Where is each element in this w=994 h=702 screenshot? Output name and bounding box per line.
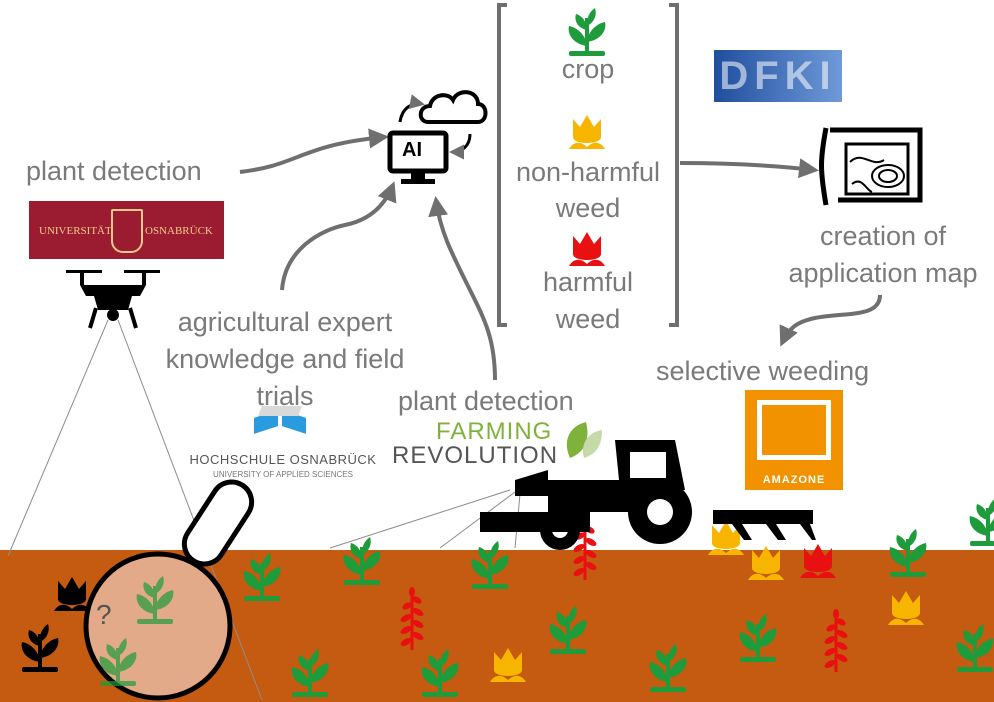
left-bracket <box>497 3 507 327</box>
arrow-tractor-to-ai <box>428 196 497 381</box>
arrow-expert-to-ai <box>280 181 397 291</box>
map-scroll-icon <box>819 127 923 206</box>
tractor-icon <box>480 440 692 550</box>
right-bracket <box>669 3 679 327</box>
uni-logo-right-text: OSNABRÜCK <box>145 225 213 237</box>
hs-osnabrueck-logo: HOCHSCHULE OSNABRÜCK UNIVERSITY OF APPLI… <box>188 452 378 479</box>
non-harmful-weed-icon <box>569 115 605 149</box>
crop-icon <box>566 6 608 58</box>
dfki-logo: DFKI <box>714 50 842 102</box>
arrow-classes-to-map <box>679 158 819 179</box>
non-harmful-weed-label: non-harmful weed <box>502 154 674 226</box>
hs-osnabrueck-title: HOCHSCHULE OSNABRÜCK <box>189 452 377 467</box>
non-harmful-line1: non-harmful <box>515 157 661 187</box>
amazone-text: AMAZONE <box>762 474 826 486</box>
arrow-plant-detection-to-ai <box>239 128 389 174</box>
crop-label: crop <box>561 54 615 84</box>
dfki-text: DFKI <box>719 53 837 98</box>
drone-icon <box>66 270 160 329</box>
non-harmful-line2: weed <box>555 193 621 223</box>
amazone-logo: AMAZONE <box>745 390 843 490</box>
hs-osnabrueck-emblem-icon <box>252 404 308 438</box>
uni-logo-left-text: UNIVERSITÄT <box>39 225 112 237</box>
application-map-label: creation of application map <box>770 218 994 292</box>
revolution-text: REVOLUTION <box>392 442 559 469</box>
agricultural-expert-line2: knowledge and field <box>165 344 405 374</box>
harmful-weed-icon <box>569 232 605 266</box>
agricultural-expert-label: agricultural expert knowledge and field … <box>140 304 430 415</box>
hs-osnabrueck-subtitle: UNIVERSITY OF APPLIED SCIENCES <box>213 470 353 479</box>
ai-badge-text: AI <box>402 139 422 161</box>
application-map-line2: application map <box>788 258 978 288</box>
harmful-line1: harmful <box>542 267 634 297</box>
harmful-line2: weed <box>555 304 621 334</box>
ai-computer-cloud-icon <box>387 90 488 184</box>
farming-revolution-logo: FARMING REVOLUTION <box>392 420 562 468</box>
harmful-weed-label: harmful weed <box>510 264 666 338</box>
leaf-logo-icon <box>566 422 602 458</box>
uni-crest-icon <box>111 209 143 253</box>
plant-detection-left-label: plant detection <box>26 156 202 186</box>
agricultural-expert-line1: agricultural expert <box>177 307 393 337</box>
application-map-line1: creation of <box>819 221 947 251</box>
selective-weeding-label: selective weeding <box>656 356 870 386</box>
weeder-tool-icon <box>713 510 816 540</box>
svg-text:?: ? <box>96 599 112 630</box>
university-osnabrueck-logo: UNIVERSITÄT OSNABRÜCK <box>29 201 224 259</box>
arrow-map-to-weeding <box>779 294 882 347</box>
plant-detection-mid-label: plant detection <box>398 386 574 416</box>
magnifier-icon: ? <box>83 479 255 701</box>
amazone-frame-icon <box>757 400 831 460</box>
farming-text: FARMING <box>436 418 553 445</box>
